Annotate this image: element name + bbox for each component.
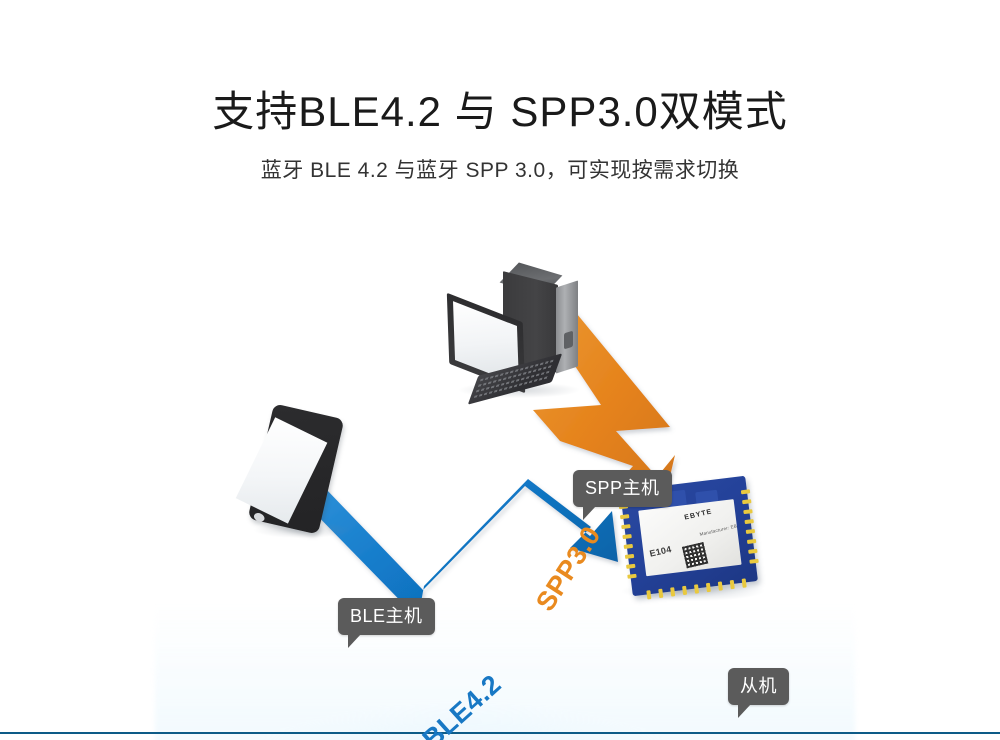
pc-tower-drive-slot [564,330,573,350]
callout-ble-host: BLE主机 [338,598,435,648]
callout-slave: 从机 [728,668,789,718]
desktop-computer-illustration [443,260,593,405]
module-label: EBYTE E104 Manufacturer: EBYTE [638,499,742,577]
qr-code-icon [681,541,709,569]
page-subtitle: 蓝牙 BLE 4.2 与蓝牙 SPP 3.0，可实现按需求切换 [260,159,740,182]
page-title: 支持BLE4.2 与 SPP3.0双模式 [212,88,788,135]
tablet-body [235,403,345,535]
diagram-stage: SPP3.0 BLE4.2 [0,215,1000,740]
module-model-text: E104 [648,544,673,559]
footer-divider [0,732,1000,734]
tablet-illustration [235,403,352,538]
bluetooth-module-illustration: EBYTE E104 Manufacturer: EBYTE [618,475,770,605]
module-manufacturer-text: Manufacturer: EBYTE [699,521,742,537]
callout-spp-host: SPP主机 [573,470,672,520]
ble-arrow-shape [305,479,618,619]
module-brand-text: EBYTE [683,508,713,522]
